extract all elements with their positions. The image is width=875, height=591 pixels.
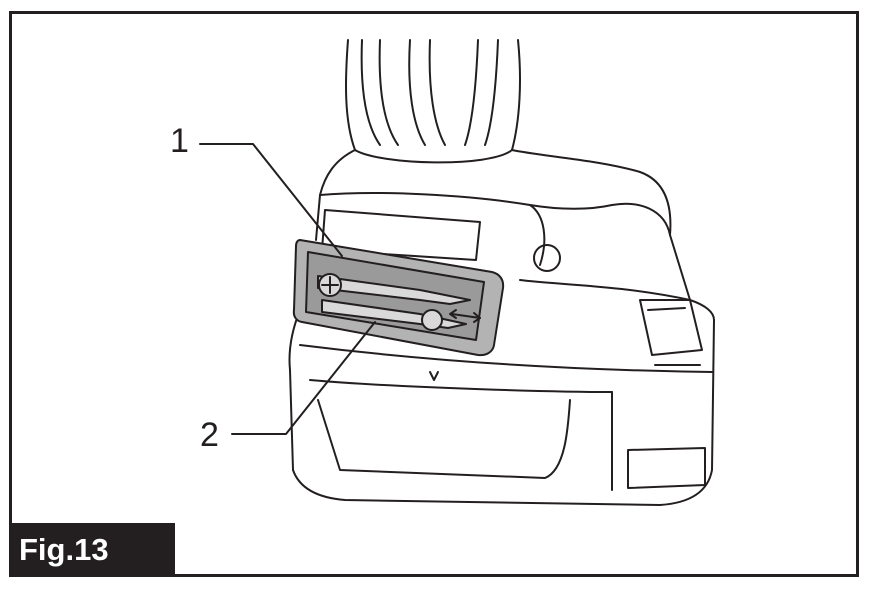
callout-2-leader <box>231 321 376 435</box>
tool-grip <box>345 39 521 164</box>
driver-bit-lower <box>321 299 467 331</box>
tool-housing <box>315 149 691 301</box>
callout-1-leader <box>199 143 343 257</box>
slide-arrow-icon <box>449 309 481 323</box>
figure-label: Fig.13 <box>9 523 175 577</box>
driver-bit-upper <box>317 273 471 305</box>
callout-2-number: 2 <box>200 416 219 454</box>
callout-1-number: 1 <box>170 122 189 160</box>
